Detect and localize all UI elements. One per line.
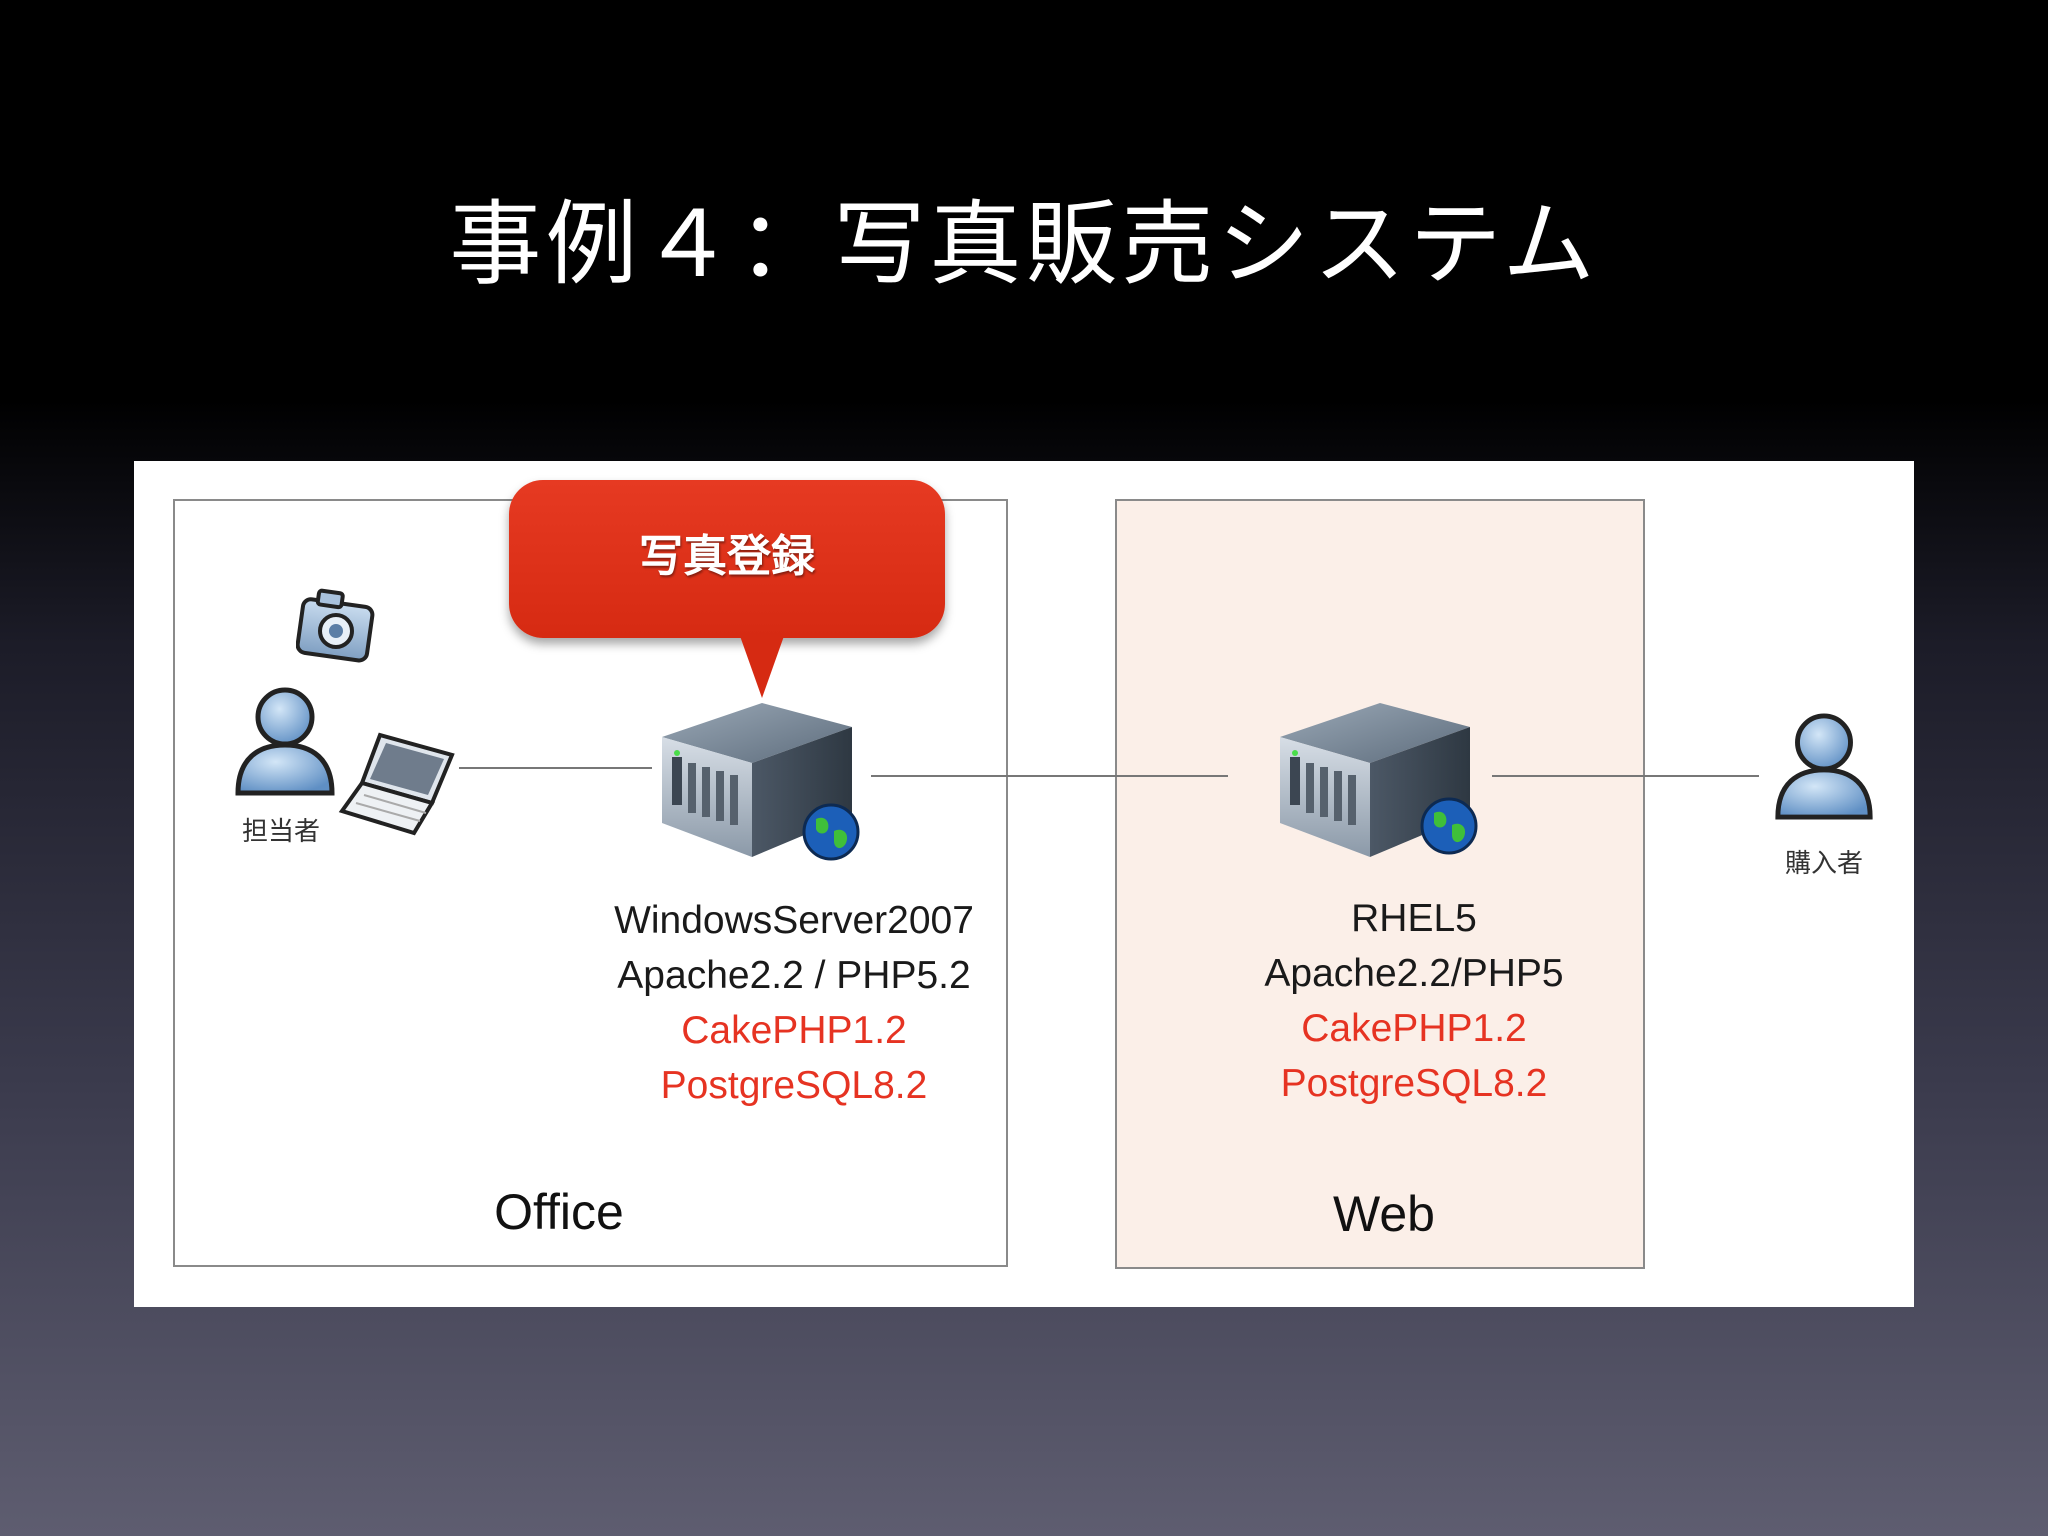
office-web-runtime: Apache2.2 / PHP5.2 [617, 954, 971, 997]
connection-lines [459, 767, 1759, 777]
web-database: PostgreSQL8.2 [1280, 1062, 1548, 1105]
customer-label: 購入者 [1784, 849, 1863, 879]
web-server-stack: RHEL5 Apache2.2/PHP5 CakePHP1.2 PostgreS… [1204, 891, 1624, 1111]
office-zone-label: Office [494, 1184, 624, 1240]
laptop-icon [338, 732, 455, 836]
office-framework: CakePHP1.2 [681, 1009, 907, 1052]
web-zone [1115, 499, 1645, 1269]
slide-title: 事例４：写真販売システム [449, 191, 1599, 298]
globe-icon [1420, 797, 1478, 855]
callout-pointer [740, 636, 784, 698]
web-framework: CakePHP1.2 [1301, 1007, 1527, 1050]
photo-registration-callout: 写真登録 [509, 480, 945, 638]
user-icon [235, 687, 335, 796]
camera-icon [296, 588, 375, 663]
web-zone-label: Web [1333, 1186, 1435, 1242]
office-os: WindowsServer2007 [614, 899, 974, 942]
architecture-diagram: 担当者 写真登録 [134, 461, 1914, 1307]
callout-label: 写真登録 [639, 531, 815, 582]
web-os: RHEL5 [1351, 897, 1477, 940]
office-server-stack: WindowsServer2007 Apache2.2 / PHP5.2 Cak… [534, 893, 1054, 1113]
office-database: PostgreSQL8.2 [660, 1064, 928, 1107]
user-icon [1775, 713, 1873, 820]
staff-label: 担当者 [241, 817, 320, 847]
globe-icon [802, 803, 860, 861]
web-web-runtime: Apache2.2/PHP5 [1264, 952, 1564, 995]
